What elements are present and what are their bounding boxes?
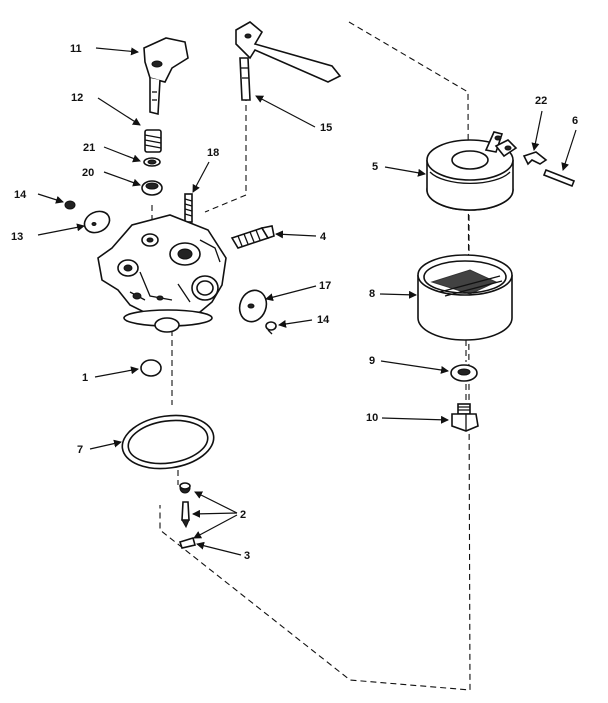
- callout-8: 8: [369, 288, 375, 300]
- seal-part-21: [143, 157, 161, 167]
- o-ring-part-7: [121, 414, 215, 470]
- callout-12: 12: [71, 92, 83, 104]
- choke-lever-part-11: [143, 37, 189, 116]
- callout-2: 2: [240, 509, 246, 521]
- leader-arrows: [37, 47, 577, 556]
- float-bowl-part-8: [417, 254, 513, 341]
- callout-10: 10: [366, 412, 378, 424]
- callout-labels: 11 12 21 20 18 14 13 15 4 17 14 1 7 2 3 …: [11, 43, 578, 562]
- callout-7: 7: [77, 444, 83, 456]
- bowl-nut-part-10: [451, 403, 479, 432]
- callout-21: 21: [83, 142, 95, 154]
- callout-6: 6: [572, 115, 578, 127]
- callout-4: 4: [320, 231, 327, 243]
- float-pin-part-6: [542, 168, 576, 188]
- callout-9: 9: [369, 355, 375, 367]
- clip-part-22: [522, 151, 548, 166]
- callout-5: 5: [372, 161, 378, 173]
- bowl-washer-part-9: [450, 364, 478, 382]
- pin-part-3: [178, 536, 197, 549]
- carburetor-body: [97, 214, 227, 333]
- spring-part-12: [144, 129, 162, 153]
- welch-plug-part-17: [238, 289, 268, 323]
- callout-20: 20: [82, 167, 94, 179]
- welch-plug-part-13: [83, 210, 111, 234]
- callout-1: 1: [82, 372, 88, 384]
- washer-part-20: [141, 180, 163, 196]
- screw-part-14-left: [64, 200, 76, 210]
- assembly-boundary-lines: [151, 21, 471, 691]
- callout-17: 17: [319, 280, 331, 292]
- screw-part-14-right: [265, 321, 277, 335]
- inlet-needle-part-2: [179, 482, 191, 529]
- callout-3: 3: [244, 550, 250, 562]
- callout-15: 15: [320, 122, 332, 134]
- callout-22: 22: [535, 95, 547, 107]
- callout-13: 13: [11, 231, 23, 243]
- callout-11: 11: [70, 43, 82, 55]
- gasket-part-1: [140, 359, 162, 377]
- throttle-shaft-part-15: [235, 21, 342, 101]
- needle-valve-part-4: [230, 225, 275, 249]
- callout-14-left: 14: [14, 189, 27, 201]
- callout-18: 18: [207, 147, 219, 159]
- callout-14-right: 14: [317, 314, 330, 326]
- screw-part-18: [184, 193, 193, 223]
- float-part-5: [426, 131, 518, 211]
